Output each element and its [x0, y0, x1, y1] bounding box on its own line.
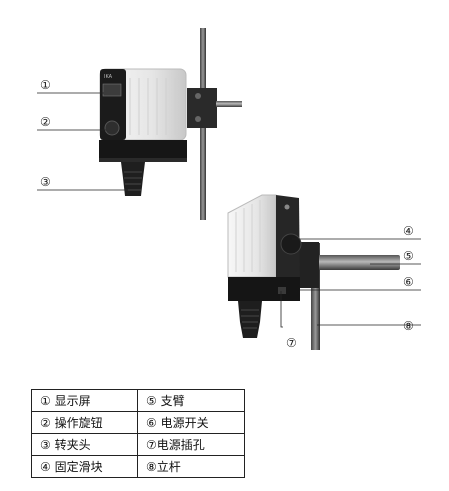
legend-cell-fixing-slider: ④ 固定滑块 — [31, 455, 138, 478]
callout-labels: ① ② ③ ④ ⑤ ⑥ ⑦ ⑧ — [40, 78, 414, 350]
legend-cell-power-switch: ⑥ 电源开关 — [137, 411, 245, 434]
upper-arm-stub — [216, 101, 242, 107]
legend-row: ③ 转夹头 ⑦电源插孔 — [31, 433, 245, 456]
lower-power-socket — [278, 287, 286, 294]
legend-cell-display: ① 显示屏 — [31, 389, 138, 412]
upper-clamp-block — [187, 88, 217, 128]
lower-support-arm — [300, 255, 400, 270]
callout-2: ② — [40, 115, 51, 129]
legend-row: ② 操作旋钮 ⑥ 电源开关 — [31, 411, 245, 434]
product-diagram: IKA — [37, 28, 421, 350]
legend-cell-power-socket: ⑦电源插孔 — [137, 433, 245, 456]
callout-4: ④ — [403, 224, 414, 238]
callout-7: ⑦ — [286, 336, 297, 350]
legend-cell-knob: ② 操作旋钮 — [31, 411, 138, 434]
legend-row: ① 显示屏 ⑤ 支臂 — [31, 389, 245, 412]
lower-base — [228, 277, 300, 301]
callout-lines — [37, 92, 421, 328]
lower-stirrer-view — [227, 194, 400, 350]
upper-device-label: IKA — [104, 74, 113, 80]
upper-display — [102, 83, 122, 97]
legend-row: ④ 固定滑块 ⑧立杆 — [31, 455, 245, 478]
callout-1: ① — [40, 78, 51, 92]
callout-8: ⑧ — [403, 319, 414, 333]
legend-cell-chuck: ③ 转夹头 — [31, 433, 138, 456]
upper-base — [99, 140, 187, 160]
lower-chuck — [238, 301, 262, 338]
lower-fixing-slider-knob — [280, 233, 302, 255]
upper-chuck — [121, 162, 145, 196]
upper-knob — [104, 120, 120, 136]
parts-legend-table: ① 显示屏 ⑤ 支臂 ② 操作旋钮 ⑥ 电源开关 ③ 转夹头 ⑦电源插孔 ④ 固… — [31, 389, 245, 478]
lower-stand-rod — [311, 243, 320, 350]
callout-6: ⑥ — [403, 275, 414, 289]
lower-clamp-block — [299, 242, 319, 288]
upper-stirrer-view: IKA — [99, 28, 242, 220]
legend-cell-support-arm: ⑤ 支臂 — [137, 389, 245, 412]
callout-5: ⑤ — [403, 249, 414, 263]
legend-cell-stand-rod: ⑧立杆 — [137, 455, 245, 478]
callout-3: ③ — [40, 175, 51, 189]
